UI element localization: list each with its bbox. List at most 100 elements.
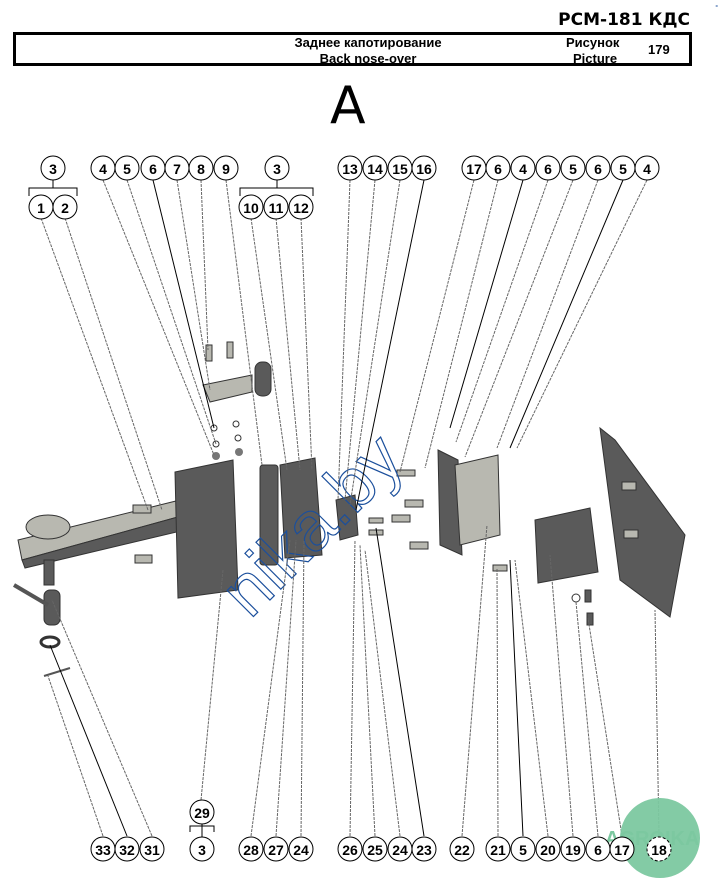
group-brackets: [28, 180, 314, 838]
callout-label: 7: [173, 161, 181, 177]
callout-circle: [362, 155, 388, 181]
callout-4: 4: [90, 155, 116, 181]
callout-1: 1: [28, 194, 54, 220]
parts-drawing: [12, 341, 686, 677]
callout-17: 17: [461, 155, 487, 181]
callout-27: 27: [263, 836, 289, 862]
callout-3: 3: [264, 155, 290, 181]
callout-label: 5: [569, 161, 577, 177]
callout-25: 25: [362, 836, 388, 862]
callout-24: 24: [387, 836, 413, 862]
callout-19: 19: [560, 836, 586, 862]
callout-circle: [411, 836, 437, 862]
callout-circle: [189, 836, 215, 862]
callout-label: 3: [198, 842, 206, 858]
callout-circle: [263, 194, 289, 220]
part-washer: [232, 420, 240, 428]
callout-5: 5: [510, 836, 536, 862]
callout-4: 4: [634, 155, 660, 181]
callout-14: 14: [362, 155, 388, 181]
callout-circle: [535, 155, 561, 181]
callout-9: 9: [213, 155, 239, 181]
callout-label: 20: [540, 842, 556, 858]
callout-29: 29: [189, 799, 215, 825]
callout-label: 5: [519, 842, 527, 858]
callout-label: 6: [494, 161, 502, 177]
callout-circle: [560, 155, 586, 181]
callout-circle: [52, 194, 78, 220]
callout-circle: [114, 155, 140, 181]
callout-label: 4: [643, 161, 651, 177]
title-block: [13, 32, 692, 66]
part-pin: [43, 589, 61, 626]
part-washer-32: [39, 635, 61, 649]
part-bracket-10: [279, 457, 323, 559]
callout-circle: [411, 155, 437, 181]
callout-28: 28: [238, 836, 264, 862]
callout-label: 26: [342, 842, 358, 858]
picture-label-english: Picture: [573, 51, 618, 66]
callout-5: 5: [610, 155, 636, 181]
callout-label: 15: [392, 161, 408, 177]
title-russian: Заднее капотирование: [294, 35, 442, 50]
callout-3: 3: [40, 155, 66, 181]
callout-label: 33: [95, 842, 111, 858]
callout-label: 14: [367, 161, 383, 177]
part-13: [335, 494, 359, 541]
part-bracket-7: [202, 374, 253, 403]
callout-5: 5: [114, 155, 140, 181]
callout-label: 22: [454, 842, 470, 858]
callout-label: 18: [651, 842, 667, 858]
callout-label: 17: [614, 842, 630, 858]
callout-20: 20: [535, 836, 561, 862]
part-nut: [235, 448, 243, 456]
callout-circle: [288, 194, 314, 220]
callout-circle: [485, 836, 511, 862]
part-plate-20: [534, 507, 599, 584]
callout-label: 11: [269, 200, 284, 216]
callout-4: 4: [510, 155, 536, 181]
callout-6: 6: [140, 155, 166, 181]
callout-label: 4: [519, 161, 527, 177]
callout-8: 8: [188, 155, 214, 181]
picture-label-russian: Рисунок: [566, 35, 620, 50]
part-bolt: [391, 514, 411, 523]
callout-circle: [238, 836, 264, 862]
callout-6: 6: [585, 836, 611, 862]
part-washer: [212, 440, 220, 448]
callout-label: 6: [149, 161, 157, 177]
callout-11: 11: [263, 194, 289, 220]
part-bolt-17c: [586, 612, 594, 626]
callout-label: 10: [243, 200, 259, 216]
callout-17: 17: [609, 836, 635, 862]
callout-label: 28: [243, 842, 259, 858]
callout-label: 5: [619, 161, 627, 177]
callout-label: 12: [293, 200, 309, 216]
callout-circle: [337, 836, 363, 862]
part-9-tube: [259, 464, 279, 566]
callout-32: 32: [114, 836, 140, 862]
callout-circle: [264, 155, 290, 181]
callout-22: 22: [449, 836, 475, 862]
callout-circle: [263, 836, 289, 862]
corner-mark: -: [715, 1, 718, 10]
callout-circle: [213, 155, 239, 181]
part-beam-post: [43, 559, 55, 586]
part-beam-eye: [25, 514, 71, 540]
callout-15: 15: [387, 155, 413, 181]
callout-circle: [337, 155, 363, 181]
callout-label: 32: [119, 842, 135, 858]
callout-label: 16: [416, 161, 432, 177]
callout-10: 10: [238, 194, 264, 220]
callout-label: 19: [565, 842, 581, 858]
part-nut: [212, 452, 220, 460]
part-bolt: [404, 499, 424, 508]
callout-label: 8: [197, 161, 205, 177]
callout-2: 2: [52, 194, 78, 220]
callout-circle: [139, 836, 165, 862]
callout-circle: [362, 836, 388, 862]
callout-circle: [189, 799, 215, 825]
callout-label: 6: [594, 161, 602, 177]
